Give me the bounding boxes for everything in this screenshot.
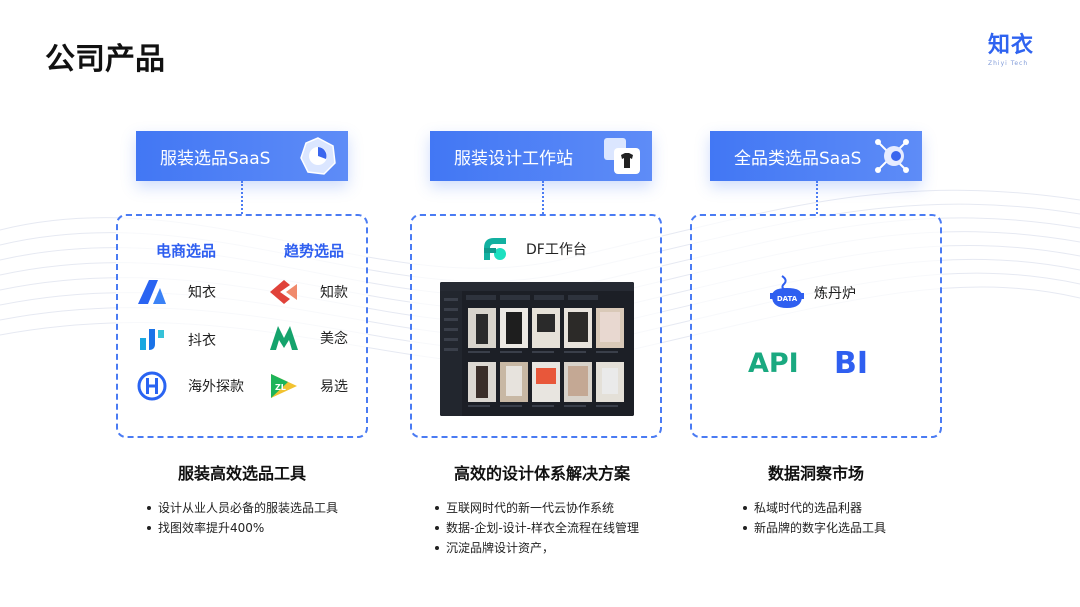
- yixuan-logo-icon: ZL: [271, 374, 297, 398]
- radar-chart-icon: [300, 137, 336, 175]
- header-label: 服装选品SaaS: [160, 148, 271, 169]
- connector-line: [816, 181, 818, 214]
- app-item-haiwai[interactable]: 海外探款: [136, 370, 244, 402]
- app-item-yixuan[interactable]: ZL 易选: [268, 370, 348, 402]
- dandu-product-row[interactable]: DATA 炼丹炉: [768, 274, 856, 312]
- feature-bullets: 互联网时代的新一代云协作系统 数据-企划-设计-样衣全流程在线管理 沉淀品牌设计…: [434, 498, 639, 558]
- dandu-product-name: 炼丹炉: [814, 286, 856, 302]
- bullet-item: 私域时代的选品利器: [742, 498, 886, 518]
- header-apparel-saas[interactable]: 服装选品SaaS: [136, 131, 348, 181]
- app-item-douyi[interactable]: 抖衣: [136, 324, 216, 356]
- page-title: 公司产品: [45, 42, 165, 77]
- product-column-apparel-saas: 服装选品SaaS 电商选品 趋势选品 知衣 知款: [116, 0, 368, 607]
- zhiyi-logo-icon: [138, 280, 166, 304]
- bi-label[interactable]: BI: [834, 346, 869, 381]
- df-workbench-screenshot: [440, 282, 634, 416]
- app-name: 知款: [320, 285, 348, 301]
- bullet-item: 新品牌的数字化选品工具: [742, 518, 886, 538]
- connector-line: [542, 181, 544, 214]
- brand-subtitle: Zhiyi Tech: [988, 60, 1029, 67]
- header-label: 全品类选品SaaS: [734, 148, 862, 169]
- product-column-category-saas: 全品类选品SaaS DATA 炼丹炉 API BI 数据洞察市场 私域时代的选品…: [690, 0, 942, 607]
- bullet-item: 数据-企划-设计-样衣全流程在线管理: [434, 518, 639, 538]
- df-product-name: DF工作台: [526, 242, 587, 258]
- app-item-zhikuan[interactable]: 知款: [268, 276, 348, 308]
- app-item-meinian[interactable]: 美念: [268, 322, 348, 354]
- bullet-item: 沉淀品牌设计资产，: [434, 538, 639, 558]
- tshirt-card-icon: [604, 138, 640, 174]
- svg-text:ZL: ZL: [275, 383, 286, 392]
- data-badge: DATA: [777, 295, 798, 303]
- douyi-logo-icon: [140, 329, 164, 350]
- bullet-item: 互联网时代的新一代云协作系统: [434, 498, 639, 518]
- app-name: 抖衣: [188, 333, 216, 349]
- product-box-apparel-saas: 电商选品 趋势选品 知衣 知款 抖衣: [116, 214, 368, 438]
- header-label: 服装设计工作站: [454, 148, 573, 169]
- dandu-furnace-icon: DATA: [770, 275, 804, 308]
- feature-bullets: 私域时代的选品利器 新品牌的数字化选品工具: [742, 498, 886, 538]
- brand-logo: 知衣 Zhiyi Tech: [988, 34, 1044, 70]
- df-product-row[interactable]: DF工作台: [478, 232, 587, 266]
- header-category-saas[interactable]: 全品类选品SaaS: [710, 131, 922, 181]
- app-item-zhiyi[interactable]: 知衣: [136, 276, 216, 308]
- meinian-logo-icon: [270, 326, 298, 350]
- app-name: 海外探款: [188, 379, 244, 395]
- product-column-design-workstation: 服装设计工作站 DF工作台: [410, 0, 662, 607]
- feature-title: 服装高效选品工具: [177, 464, 306, 483]
- header-design-workstation[interactable]: 服装设计工作站: [430, 131, 652, 181]
- bullet-item: 找图效率提升400%: [146, 518, 338, 538]
- bullet-item: 设计从业人员必备的服装选品工具: [146, 498, 338, 518]
- zhikuan-logo-icon: [270, 280, 297, 304]
- brand-name: 知衣: [988, 33, 1035, 58]
- app-name: 知衣: [188, 285, 216, 301]
- haiwai-logo-icon: [137, 371, 167, 401]
- network-node-icon: [875, 139, 909, 173]
- api-label[interactable]: API: [748, 348, 799, 379]
- heading-trend: 趋势选品: [284, 242, 345, 260]
- df-logo-icon: [484, 238, 506, 260]
- connector-line: [241, 181, 243, 214]
- app-name: 易选: [320, 379, 348, 395]
- feature-bullets: 设计从业人员必备的服装选品工具 找图效率提升400%: [146, 498, 338, 538]
- feature-title: 数据洞察市场: [767, 464, 864, 483]
- app-name: 美念: [320, 331, 348, 347]
- feature-title: 高效的设计体系解决方案: [453, 464, 630, 483]
- product-box-category-saas: DATA 炼丹炉 API BI: [690, 214, 942, 438]
- heading-ecommerce: 电商选品: [156, 242, 217, 260]
- product-box-design-workstation: DF工作台: [410, 214, 662, 438]
